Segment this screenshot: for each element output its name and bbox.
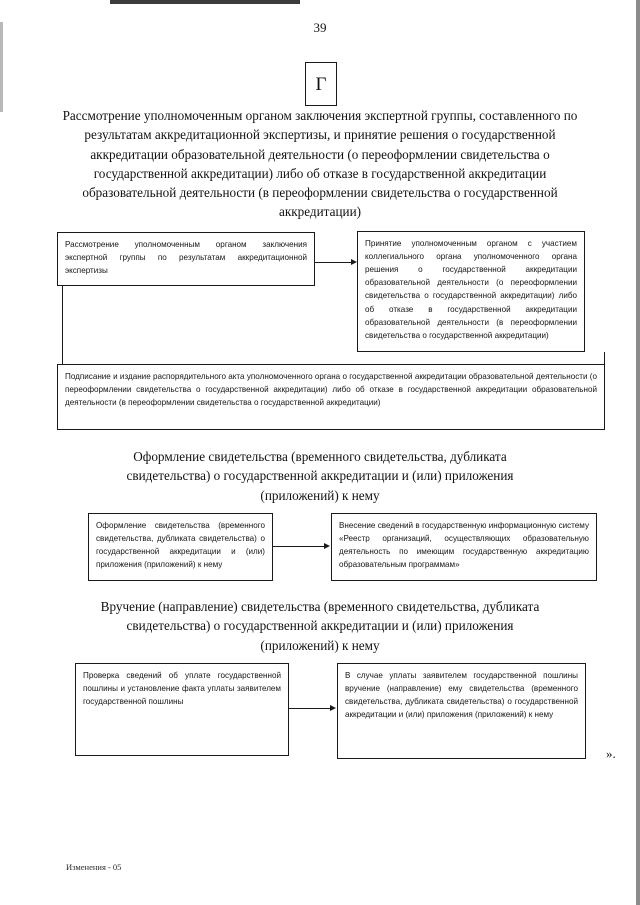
connector-duty-to-handover bbox=[289, 708, 331, 710]
scan-artifact-right bbox=[636, 0, 640, 905]
connector-review-to-decision bbox=[315, 262, 352, 264]
arrow-head-to-registry bbox=[324, 542, 330, 549]
letter-marker-box: Г bbox=[305, 62, 337, 106]
page-title: Рассмотрение уполномоченным органом закл… bbox=[62, 108, 578, 220]
flow-box-signing: Подписание и издание распорядительного а… bbox=[57, 364, 605, 430]
connector-review-down bbox=[62, 286, 64, 364]
arrow-head-to-handover bbox=[330, 704, 336, 711]
flow-box-issue-certificate: Оформление свидетельства (временного сви… bbox=[88, 513, 273, 581]
footer-revision-note: Изменения - 05 bbox=[66, 862, 122, 872]
page-number: 39 bbox=[313, 20, 327, 35]
flow-box-registry-entry: Внесение сведений в государственную инфо… bbox=[331, 513, 597, 581]
arrow-head-to-decision bbox=[351, 258, 357, 265]
connector-issue-to-registry bbox=[273, 546, 325, 548]
section-title-handover: Вручение (направление) свидетельства (вр… bbox=[100, 599, 540, 653]
flow-box-review: Рассмотрение уполномоченным органом закл… bbox=[57, 232, 315, 286]
scan-artifact-top bbox=[110, 0, 300, 4]
closing-quote-mark: ». bbox=[606, 746, 616, 761]
flow-box-decision: Принятие уполномоченным органом с участи… bbox=[357, 231, 585, 352]
flow-box-handover: В случае уплаты заявителем государственн… bbox=[337, 663, 586, 759]
scan-artifact-left bbox=[0, 22, 3, 112]
section-title-issue-certificate: Оформление свидетельства (временного сви… bbox=[126, 449, 514, 503]
flow-box-duty-check: Проверка сведений об уплате государствен… bbox=[75, 663, 289, 756]
